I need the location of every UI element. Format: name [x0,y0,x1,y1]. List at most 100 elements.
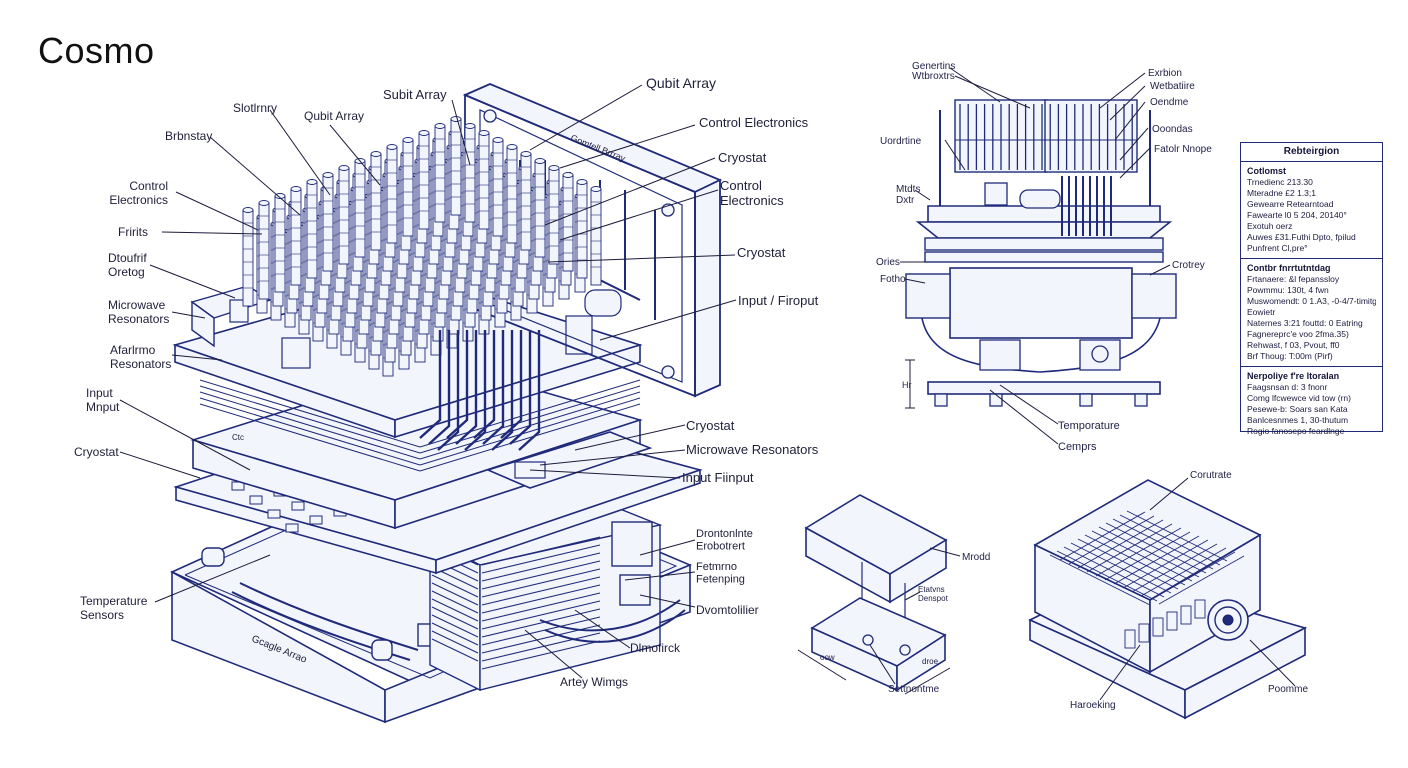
label-subit-array-top: Subit Array [383,87,447,102]
qubit-cylinder [258,200,270,300]
spec-line: Naternes 3:21 fouttd: 0 Eatring [1247,318,1363,328]
qubit-cylinder [576,179,588,279]
harness-wire [428,330,451,445]
label-haroeking: Haroeking [1070,700,1116,711]
spec-section: Cotlomst Trnedienc 213.30 Mteradne £2 1.… [1241,162,1382,259]
harness-wire [509,330,532,445]
spec-section-title: Nerpoliye f're ltoralan [1247,371,1340,381]
spec-line: Powmmu: 130t, 4 fwn [1247,285,1329,295]
spec-line: Comg lfcwewce vid tow (rn) [1247,393,1351,403]
qubit-cylinder [506,144,518,244]
small-labels: Mrodd Etatvns Denspot oow droe Settnontm… [820,552,990,695]
spec-line: Fagnereprc'e voo 2fma.35) [1247,329,1349,339]
qubit-cylinder [520,151,532,251]
spec-line: Frtanaere: &l fepanssloy [1247,274,1340,284]
label-qubit-array-left: Qubit Array [304,109,364,123]
label-genertins: Genertins [912,61,955,72]
label-cryostat-1: Cryostat [718,150,767,165]
bracket-detail [797,494,951,695]
qubit-array [242,116,602,377]
qubit-cylinder [370,151,382,251]
label-settnontme: Settnontme [888,684,940,695]
label-fririts: Fririts [118,225,148,239]
spec-line: Muswomendt: 0 1.A3, -0-4/7-timitg [1247,296,1376,306]
spec-line: Rehwast, f 03, Pvout, ff0 [1247,340,1340,350]
qubit-cylinder [306,179,318,279]
spec-section-title: Contbr fnrrtutntdag [1247,263,1331,273]
label-input-output: Input / Firoput [738,293,819,308]
spec-line: Brf Thoug: T:00m (Pirf) [1247,351,1333,361]
label-droe: droe [922,657,939,666]
label-ories: Ories [876,257,900,268]
harness-wire [518,330,541,451]
spec-table-header: Rebteirgion [1241,143,1382,162]
spec-line: Exotuh oerz [1247,221,1293,231]
spec-line: Pesewe-b: Soars san Kata [1247,404,1348,414]
spec-line: Auwes £31.Futhi Dpto, fpilud [1247,232,1356,242]
label-slot-array: Slotlrnry [233,101,277,115]
qubit-cylinder [534,158,546,258]
enclosure-iso-view [1028,479,1308,720]
spec-section: Contbr fnrrtutntdag Frtanaere: &l fepans… [1241,259,1382,367]
qubit-cylinder [548,165,560,265]
harness-wire [446,330,469,439]
qubit-cylinder [354,158,366,258]
label-exrbion: Exrbion [1148,68,1182,79]
wire-harness [419,330,541,451]
harness-wire [482,330,505,445]
side-view-diagram [905,99,1177,409]
iso-labels: Corutrate Poomme Haroeking [1070,470,1308,711]
qubit-cylinder [274,193,286,293]
label-crotrey: Crotrey [1172,260,1205,271]
spec-section-title: Cotlomst [1247,166,1286,176]
qubit-cylinder [434,123,446,223]
label-dlmofirck: Dlmofirck [630,641,681,655]
label-mtdts: Mtdts [896,184,920,195]
label-fotho: Fotho [880,274,906,285]
label-oendme: Oendme [1150,97,1189,108]
label-dvomtolilier: Dvomtolilier [696,603,759,617]
label-wetbatiire: Wetbatiire [1150,81,1195,92]
harness-wire [491,330,514,451]
qubit-cylinder [478,130,490,230]
label-control-electronics-top: Control Electronics [699,115,809,130]
leader-lines [119,67,1296,701]
qubit-cylinder [590,186,602,286]
harness-wire [464,330,487,451]
spec-line: Banlcesnmes 1, 30-thutum [1247,415,1349,425]
spec-line: Gewearre Retearntoad [1247,199,1334,209]
label-cemprs: Cemprs [1058,441,1097,453]
label-poomme: Poomme [1268,684,1308,695]
spec-line: Eowietr [1247,307,1276,317]
page-title: Cosmo [38,30,155,71]
harness-wire [473,330,496,439]
label-brbnstay: Brbnstay [165,129,212,143]
spec-line: Fawearte l0 5 204, 20140° [1247,210,1347,220]
spec-table: Rebteirgion Cotlomst Trnedienc 213.30 Mt… [1240,142,1383,436]
qubit-cylinder [418,130,430,230]
spec-line: Punfrent Cl,pre° [1247,243,1308,253]
label-artey-wimgs: Artey Wimgs [560,675,628,689]
label-input-fiinput: Input Fiinput [682,470,754,485]
qubit-cylinder [290,186,302,286]
qubit-cylinder [338,165,350,265]
label-wtbroxtrs: Wtbroxtrs [912,71,955,82]
spec-section: Nerpoliye f're ltoralan Faagsnsan d: 3 f… [1241,367,1382,441]
qubit-cylinder [562,172,574,272]
spec-line: Faagsnsan d: 3 fnonr [1247,382,1328,392]
label-mrodd: Mrodd [962,552,990,563]
qubit-cylinder [492,137,504,237]
label-oow: oow [820,653,835,662]
qubit-cylinder [464,123,476,223]
label-corutrate: Corutrate [1190,470,1232,481]
qubit-cylinder [386,144,398,244]
